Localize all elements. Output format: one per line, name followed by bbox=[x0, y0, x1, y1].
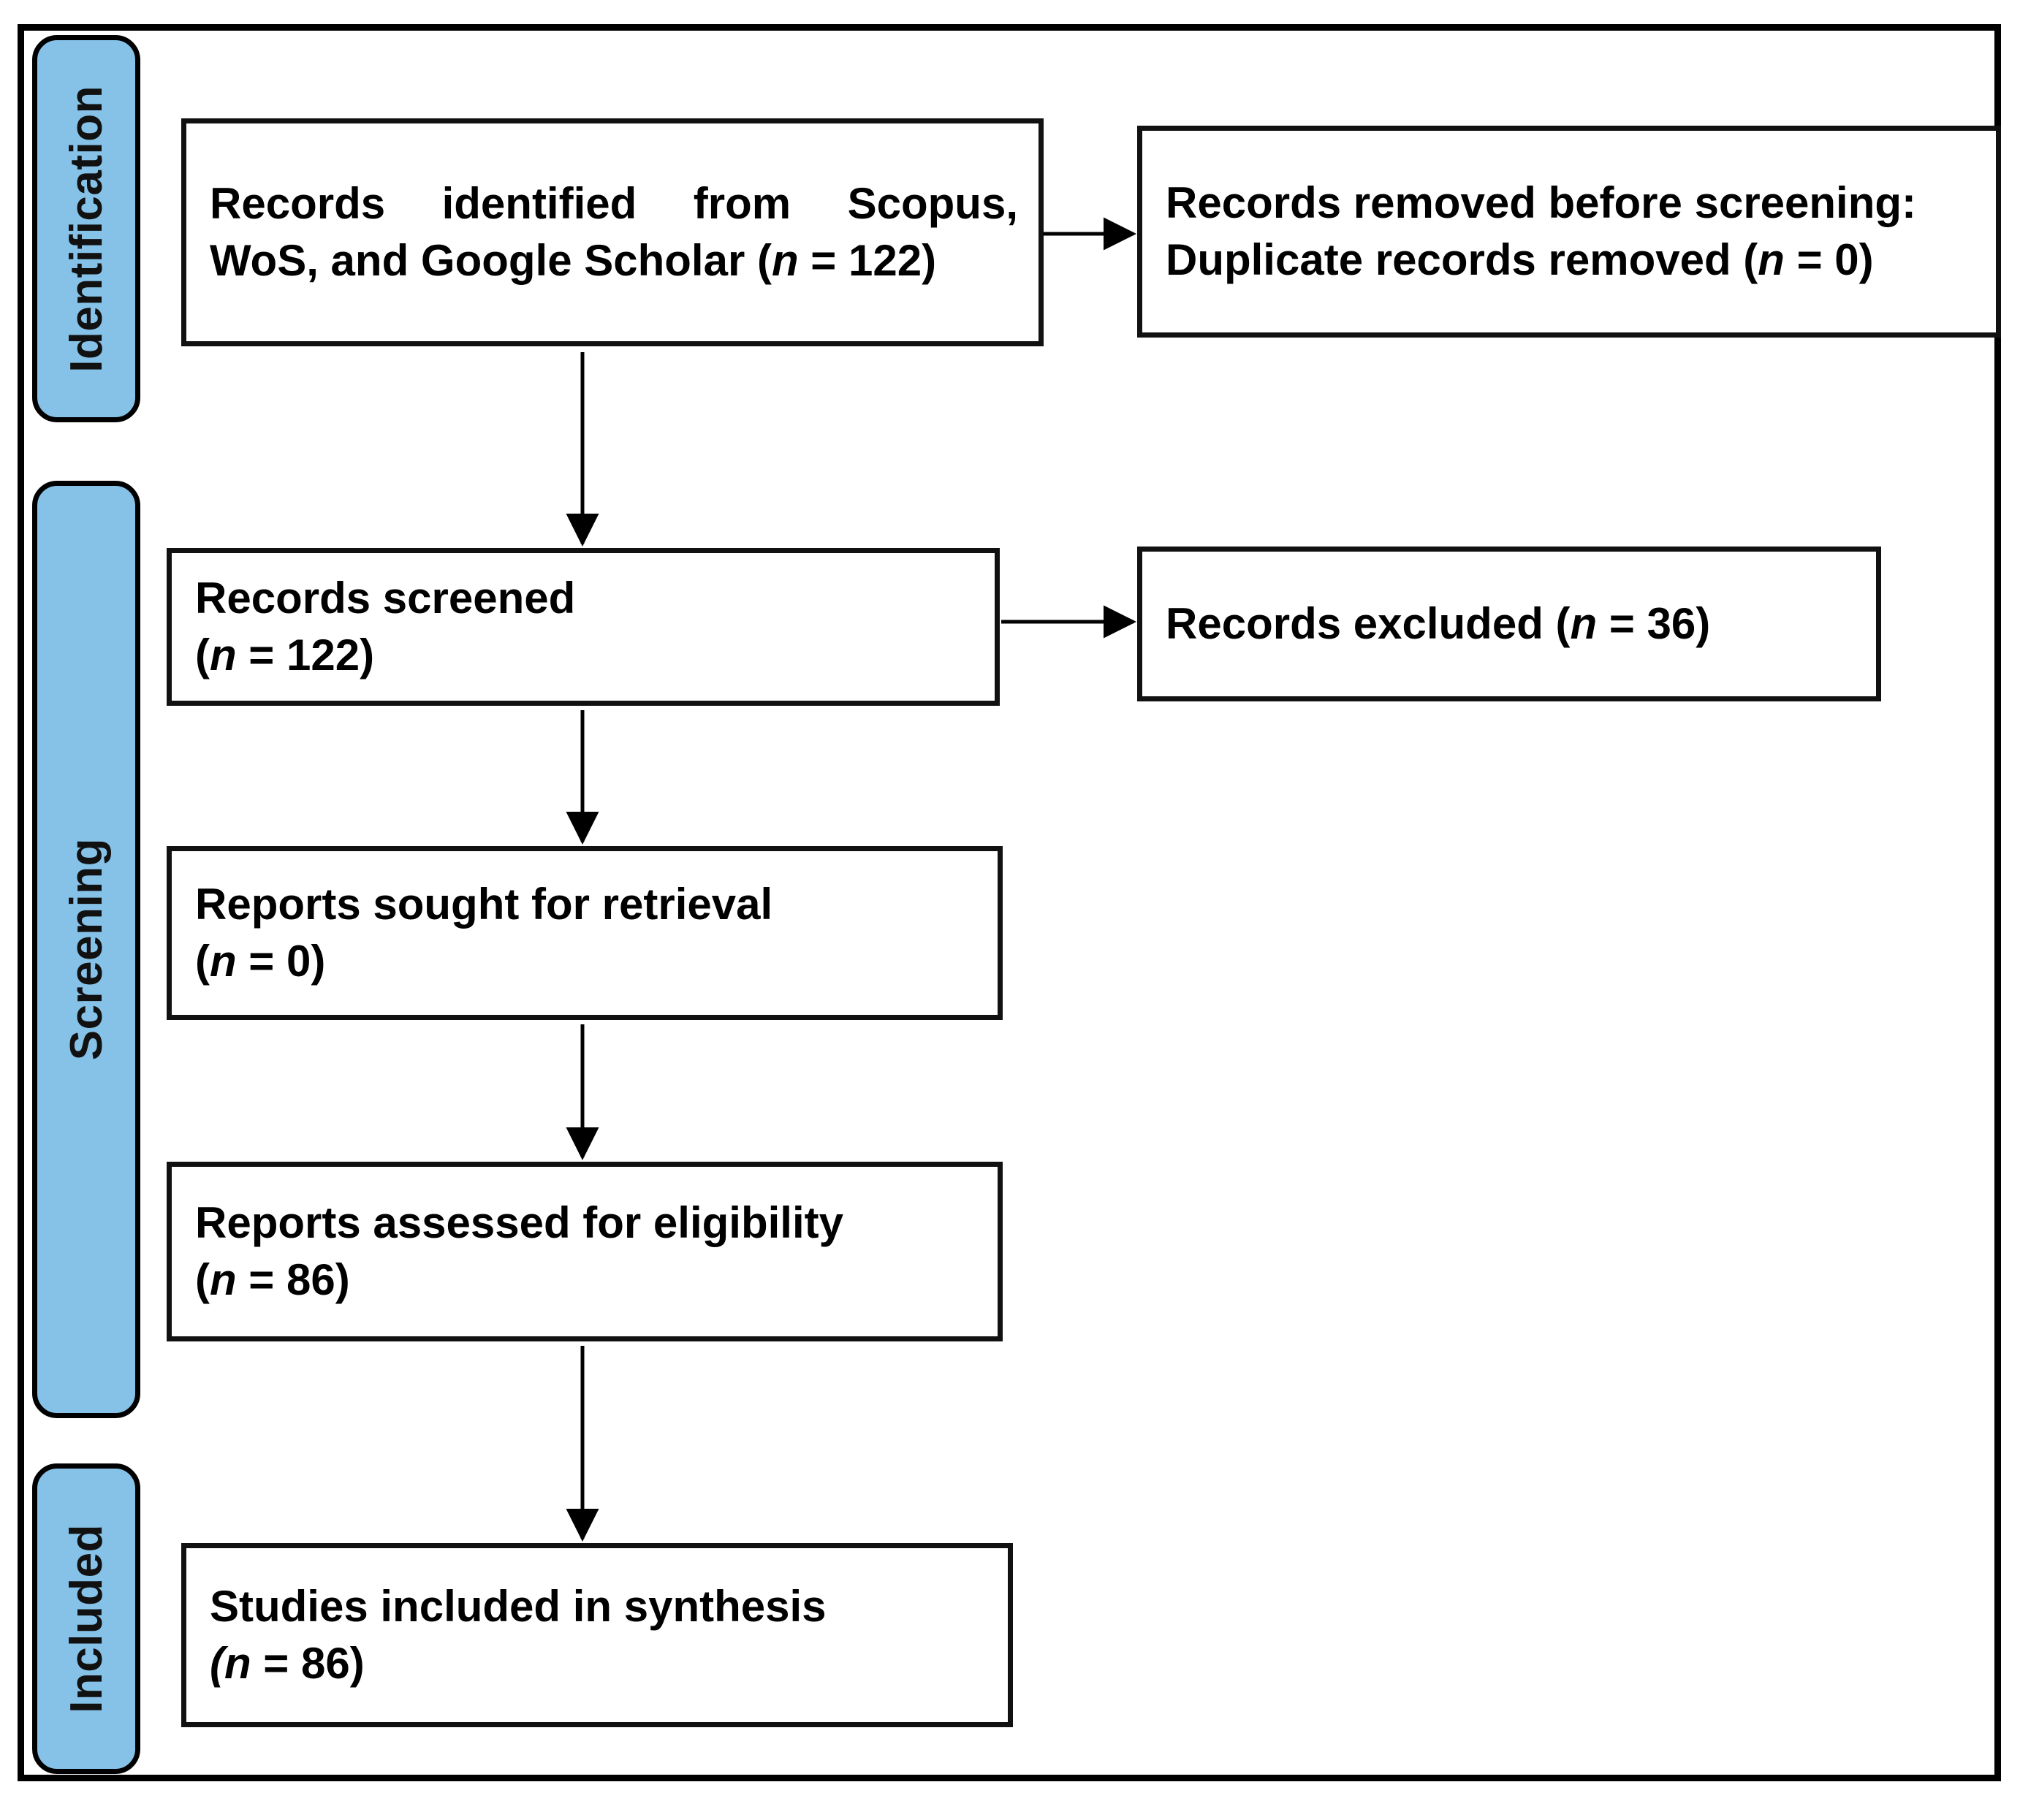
box-reports-assessed-line1: Reports assessed for eligibility bbox=[195, 1198, 843, 1247]
box-records-screened: Records screened (n = 122) bbox=[167, 548, 1000, 706]
box-records-excluded-count: = 36) bbox=[1597, 599, 1711, 648]
box-records-screened-count: = 122) bbox=[236, 631, 375, 679]
box-records-screened-line2-prefix: ( bbox=[195, 631, 210, 679]
box-records-removed-n-symbol: n bbox=[1758, 235, 1785, 284]
diagram-outer-frame bbox=[18, 24, 2001, 1781]
box-reports-assessed-line2: (n = 86) bbox=[195, 1255, 350, 1304]
box-records-identified-n-symbol: n bbox=[771, 236, 799, 285]
box-reports-assessed: Reports assessed for eligibility (n = 86… bbox=[167, 1162, 1003, 1341]
box-reports-sought: Reports sought for retrieval (n = 0) bbox=[167, 846, 1003, 1020]
box-reports-sought-line2: (n = 0) bbox=[195, 937, 325, 986]
phase-bar-screening: Screening bbox=[32, 481, 140, 1418]
box-records-identified-text: Records identified from Scopus, WoS, and… bbox=[210, 175, 1018, 289]
phase-label-identification: Identification bbox=[61, 85, 112, 373]
box-reports-sought-line1: Reports sought for retrieval bbox=[195, 880, 773, 929]
box-reports-assessed-text: Reports assessed for eligibility (n = 86… bbox=[195, 1195, 977, 1309]
box-studies-included-text: Studies included in synthesis (n = 86) bbox=[210, 1578, 987, 1692]
box-records-excluded-n-symbol: n bbox=[1570, 599, 1598, 648]
phase-label-screening: Screening bbox=[61, 838, 112, 1061]
box-records-screened-line1: Records screened bbox=[195, 574, 576, 622]
box-studies-included: Studies included in synthesis (n = 86) bbox=[181, 1543, 1013, 1727]
box-studies-included-count: = 86) bbox=[251, 1639, 365, 1688]
box-records-excluded-text: Records excluded (n = 36) bbox=[1166, 595, 1856, 652]
phase-bar-identification: Identification bbox=[32, 35, 140, 422]
box-studies-included-n-symbol: (n bbox=[210, 1639, 251, 1688]
box-records-identified-line2-prefix: WoS, and Google Scholar ( bbox=[210, 236, 772, 285]
box-records-identified-line1: Records identified from Scopus, bbox=[210, 179, 1018, 228]
box-studies-included-line1: Studies included in synthesis bbox=[210, 1582, 827, 1631]
box-records-removed-line1: Records removed before screening: bbox=[1166, 178, 1917, 227]
box-reports-assessed-line2-prefix: ( bbox=[195, 1255, 210, 1304]
box-records-removed-count: = 0) bbox=[1784, 235, 1874, 284]
box-records-identified-count: = 122) bbox=[798, 236, 937, 285]
box-reports-sought-count: = 0) bbox=[236, 937, 326, 986]
box-records-identified: Records identified from Scopus, WoS, and… bbox=[181, 118, 1044, 346]
box-records-removed-line2-prefix: Duplicate records removed ( bbox=[1166, 235, 1758, 284]
phase-bar-included: Included bbox=[32, 1463, 140, 1774]
phase-label-included: Included bbox=[61, 1524, 112, 1713]
box-reports-sought-text: Reports sought for retrieval (n = 0) bbox=[195, 876, 977, 990]
box-records-screened-n-symbol: n bbox=[209, 631, 237, 679]
box-records-identified-line2: WoS, and Google Scholar (n = 122) bbox=[210, 236, 936, 285]
box-records-removed-line2: Duplicate records removed (n = 0) bbox=[1166, 235, 1874, 284]
box-records-screened-line2: (n = 122) bbox=[195, 631, 374, 679]
box-records-excluded-line1: Records excluded (n = 36) bbox=[1166, 599, 1710, 648]
box-records-removed: Records removed before screening: Duplic… bbox=[1137, 126, 2001, 338]
box-records-screened-text: Records screened (n = 122) bbox=[195, 570, 974, 684]
box-records-excluded: Records excluded (n = 36) bbox=[1137, 547, 1881, 701]
box-reports-assessed-n-symbol: n bbox=[209, 1255, 237, 1304]
box-reports-sought-n-symbol: n bbox=[209, 937, 237, 986]
box-reports-sought-line2-prefix: ( bbox=[195, 937, 210, 986]
box-studies-included-line2: (n = 86) bbox=[210, 1639, 365, 1688]
box-records-removed-text: Records removed before screening: Duplic… bbox=[1166, 175, 1975, 289]
box-records-excluded-line1-prefix: Records excluded ( bbox=[1166, 599, 1571, 648]
box-reports-assessed-count: = 86) bbox=[236, 1255, 350, 1304]
